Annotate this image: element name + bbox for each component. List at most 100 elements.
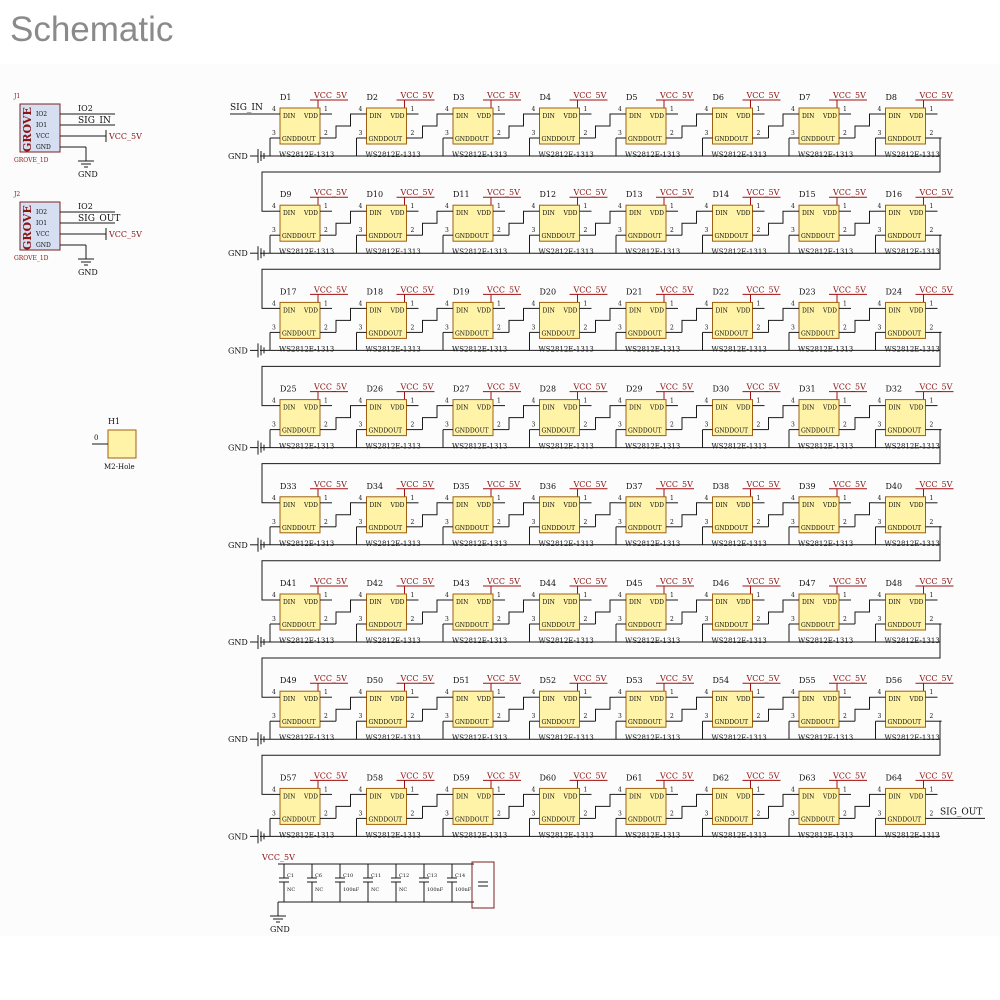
led-power-label: VCC_5V (832, 771, 866, 780)
led-power-label: VCC_5V (659, 674, 693, 683)
connector-pin-label: GND (36, 242, 51, 249)
pin-gnddout: GNDDOUT (369, 330, 403, 337)
row-ground-symbol: GND (228, 829, 265, 844)
led-power-label: VCC_5V (486, 91, 520, 100)
pin-number: 4 (618, 203, 622, 210)
data-chain-wire (854, 793, 876, 819)
pin-gnddout: GNDDOUT (715, 816, 749, 823)
pin-gnddout: GNDDOUT (715, 622, 749, 629)
data-chain-wire (768, 793, 789, 819)
pin-din: DIN (283, 307, 295, 314)
pin-number: 1 (757, 203, 761, 210)
pin-din: DIN (716, 113, 728, 120)
pin-din: DIN (370, 696, 382, 703)
pin-number: 1 (930, 203, 934, 210)
connector-ref: J2 (13, 191, 20, 198)
pin-din: DIN (802, 502, 814, 509)
row-ground-symbol: GND (228, 149, 265, 163)
pin-number: 1 (411, 106, 415, 113)
led-ref: D38 (713, 482, 730, 491)
connector-signal-label: SIG_IN (78, 116, 111, 126)
data-chain-wire (854, 210, 876, 236)
led-part: WS2812E-1313 (452, 540, 507, 548)
pin-number: 2 (324, 713, 328, 720)
pin-gnddout: GNDDOUT (542, 622, 576, 629)
led-part: WS2812E-1313 (625, 345, 680, 353)
led-ref: D9 (280, 190, 292, 199)
row-link-wire (261, 526, 942, 601)
led-power-label: VCC_5V (400, 480, 434, 489)
led-power-label: VCC_5V (919, 188, 953, 197)
pin-number: 1 (757, 495, 761, 502)
pin-number: 1 (930, 398, 934, 405)
led-part: WS2812E-1313 (712, 734, 767, 742)
pin-gnddout: GNDDOUT (369, 719, 403, 726)
data-chain-wire (335, 793, 357, 819)
pin-number: 4 (791, 786, 795, 793)
row-ground-label: GND (228, 735, 248, 744)
ground-icon: GND (78, 153, 98, 179)
pin-din: DIN (456, 113, 468, 120)
pin-din: DIN (802, 599, 814, 606)
led-part: WS2812E-1313 (798, 151, 853, 159)
led-part: WS2812E-1313 (279, 248, 334, 256)
pin-gnddout: GNDDOUT (542, 719, 576, 726)
pin-vdd: VDD (909, 502, 924, 509)
led-part: WS2812E-1313 (452, 248, 507, 256)
pin-vdd: VDD (736, 113, 751, 120)
pin-vdd: VDD (390, 405, 405, 412)
pin-number: 4 (618, 689, 622, 696)
pin-gnddout: GNDDOUT (455, 428, 489, 435)
pin-gnddout: GNDDOUT (628, 525, 662, 532)
pin-number: 3 (532, 713, 536, 720)
pin-din: DIN (370, 793, 382, 800)
led-ref: D49 (280, 676, 297, 685)
data-chain-wire (595, 405, 616, 430)
led-power-label: VCC_5V (832, 577, 866, 586)
page-title: Schematic (10, 10, 174, 49)
pin-number: 1 (757, 300, 761, 307)
led-body (798, 787, 840, 825)
connector-net-label: IO2 (78, 202, 93, 211)
led-power-label: VCC_5V (486, 674, 520, 683)
pin-number: 1 (843, 592, 847, 599)
pin-din: DIN (543, 502, 555, 509)
pin-number: 4 (445, 203, 449, 210)
pin-din: DIN (283, 210, 295, 217)
pin-number: 3 (791, 616, 795, 623)
data-chain-wire (422, 210, 443, 236)
pin-gnddout: GNDDOUT (628, 816, 662, 823)
pin-vdd: VDD (476, 210, 491, 217)
data-chain-wire (508, 405, 530, 430)
pin-number: 1 (324, 786, 328, 793)
led-power-label: VCC_5V (832, 285, 866, 294)
pin-number: 2 (324, 810, 328, 817)
pin-number: 3 (445, 810, 449, 817)
pin-din: DIN (889, 696, 901, 703)
pin-number: 2 (411, 227, 415, 234)
pin-vdd: VDD (909, 113, 924, 120)
pin-number: 4 (445, 689, 449, 696)
led-power-label: VCC_5V (573, 91, 607, 100)
pin-number: 4 (878, 106, 882, 113)
led-ref: D61 (626, 773, 643, 782)
data-chain-wire (335, 210, 357, 236)
led-part: WS2812E-1313 (539, 637, 594, 645)
pin-number: 1 (670, 689, 674, 696)
pin-number: 1 (843, 203, 847, 210)
pin-gnddout: GNDDOUT (801, 719, 835, 726)
